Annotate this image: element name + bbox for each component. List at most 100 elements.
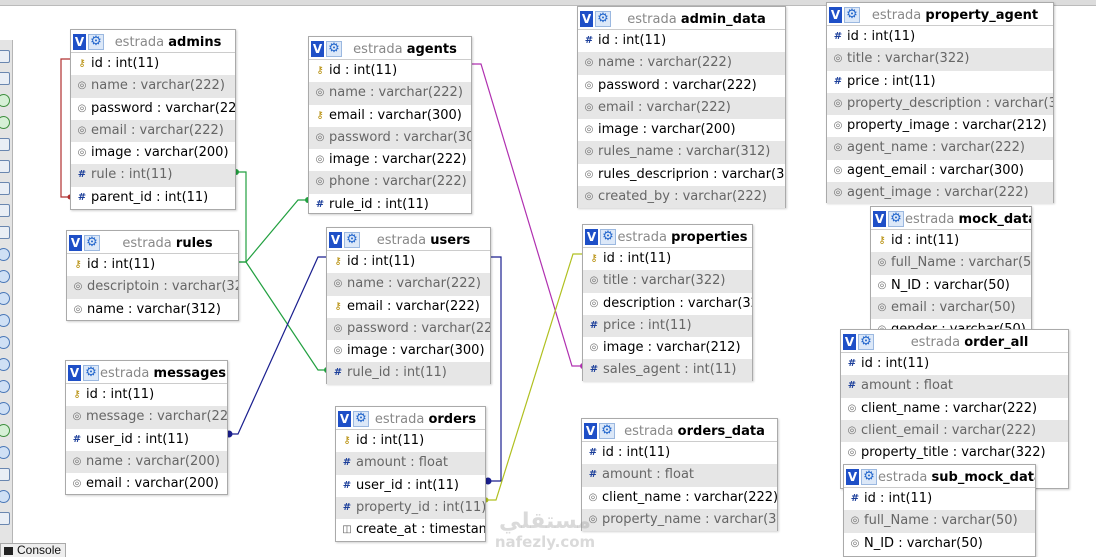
table-header[interactable]: V ⚙ estrada mock_data	[871, 207, 1031, 230]
toggle-menu-icon[interactable]	[0, 50, 10, 63]
column-row[interactable]: ◎name : varchar(222)	[309, 82, 471, 105]
column-row[interactable]: ◎agent_image : varchar(222)	[827, 182, 1053, 205]
help-icon[interactable]	[0, 292, 10, 305]
column-row[interactable]: #parent_id : int(11)	[77, 189, 209, 205]
table-header[interactable]: V ⚙ estrada property_agent	[827, 3, 1053, 26]
column-row[interactable]: ◎name : varchar(312)	[73, 301, 221, 317]
column-row[interactable]: ◎image : varchar(212)	[589, 340, 741, 356]
table-settings-icon[interactable]: ⚙	[344, 232, 360, 248]
export-schema-icon[interactable]	[0, 226, 10, 239]
table-orders-data[interactable]: V ⚙ estrada orders_data #id : int(11) #a…	[581, 418, 778, 532]
column-row[interactable]: ⚷id : int(11)	[316, 63, 398, 78]
toggle-columns-icon[interactable]: V	[843, 334, 856, 350]
column-row[interactable]: #id : int(11)	[584, 33, 667, 48]
column-row[interactable]: ◎full_Name : varchar(50)	[871, 252, 1031, 275]
column-row[interactable]: #amount : float	[582, 464, 777, 487]
column-row[interactable]: ◎name : varchar(222)	[578, 52, 785, 75]
table-settings-icon[interactable]: ⚙	[353, 411, 369, 427]
console-tab[interactable]: Console	[0, 543, 66, 557]
table-users[interactable]: V ⚙ estrada users ⚷id : int(11) ◎name : …	[326, 227, 491, 385]
column-row[interactable]: ⚷id : int(11)	[73, 387, 155, 402]
toggle-columns-icon[interactable]: V	[329, 232, 342, 248]
column-row[interactable]: #id : int(11)	[850, 491, 933, 506]
column-row[interactable]: ◎email : varchar(50)	[871, 296, 1031, 320]
table-admins[interactable]: V ⚙ estrada admins ⚷id : int(11) ◎name :…	[70, 29, 236, 210]
column-row[interactable]: ◎title : varchar(322)	[583, 270, 752, 293]
table-settings-icon[interactable]: ⚙	[844, 7, 860, 23]
table-settings-icon[interactable]: ⚙	[326, 41, 342, 57]
table-header[interactable]: V ⚙ estrada agents	[309, 37, 471, 60]
move-menu-icon[interactable]	[0, 424, 10, 437]
table-settings-icon[interactable]: ⚙	[599, 423, 615, 439]
table-settings-icon[interactable]: ⚙	[861, 469, 877, 485]
table-settings-icon[interactable]: ⚙	[83, 365, 99, 381]
toggle-columns-icon[interactable]: V	[73, 34, 86, 50]
column-row[interactable]: #id : int(11)	[847, 356, 930, 371]
column-row[interactable]: ◎password : varchar(222)	[327, 317, 490, 341]
column-row[interactable]: ◎client_name : varchar(222)	[847, 400, 1038, 416]
column-row[interactable]: ◎image : varchar(222)	[315, 152, 467, 168]
column-row[interactable]: #amount : float	[336, 452, 485, 475]
fullscreen-icon[interactable]	[0, 72, 10, 85]
toggle-columns-icon[interactable]: V	[873, 211, 886, 227]
column-row[interactable]: ◎password : varchar(222)	[77, 100, 235, 116]
column-row[interactable]: ◎property_name : varchar(322)	[582, 508, 777, 532]
column-row[interactable]: ◎N_ID : varchar(50)	[850, 535, 983, 551]
column-row[interactable]: ◎title : varchar(322)	[827, 48, 1053, 71]
column-row[interactable]: ◎client_email : varchar(222)	[841, 419, 1068, 443]
table-admin-data[interactable]: V ⚙ estrada admin_data #id : int(11) ◎na…	[577, 6, 786, 209]
table-sub-mock-data[interactable]: V ⚙ estrada sub_mock_data #id : int(11) …	[843, 464, 1036, 557]
add-table-icon[interactable]	[0, 94, 10, 107]
delete-page-icon[interactable]	[0, 204, 10, 217]
table-settings-icon[interactable]: ⚙	[595, 11, 611, 27]
relation-icon[interactable]	[0, 248, 10, 261]
toggle-columns-icon[interactable]: V	[846, 469, 859, 485]
display-field-icon[interactable]	[0, 402, 10, 415]
column-row[interactable]: #user_id : int(11)	[72, 431, 189, 447]
column-row[interactable]: ◎image : varchar(300)	[333, 343, 485, 359]
collapse-icon[interactable]	[0, 468, 10, 481]
column-row[interactable]: ◎password : varchar(300)	[309, 126, 471, 150]
column-row[interactable]: ⚷id : int(11)	[343, 433, 425, 448]
column-row[interactable]: ◎property_description : varchar(323)	[827, 92, 1053, 116]
column-row[interactable]: ◎name : varchar(222)	[71, 75, 235, 98]
table-header[interactable]: V ⚙ estrada messages	[66, 361, 227, 384]
column-row[interactable]: ◎name : varchar(200)	[66, 450, 227, 474]
table-property-agent[interactable]: V ⚙ estrada property_agent #id : int(11)…	[826, 2, 1054, 205]
reload-icon[interactable]	[0, 270, 10, 283]
column-row[interactable]: ⚷id : int(11)	[334, 254, 416, 269]
column-row[interactable]: ◎agent_email : varchar(300)	[833, 162, 1024, 178]
table-messages[interactable]: V ⚙ estrada messages ⚷id : int(11) ◎mess…	[65, 360, 228, 495]
column-row[interactable]: ◎agent_name : varchar(222)	[827, 137, 1053, 160]
column-row[interactable]: ◫create_at : timestamp	[342, 522, 485, 538]
column-row[interactable]: #price : int(11)	[833, 73, 936, 89]
column-row[interactable]: #price : int(11)	[583, 314, 752, 338]
column-row[interactable]: ◎created_by : varchar(222)	[578, 186, 785, 209]
table-header[interactable]: V ⚙ estrada admins	[71, 30, 235, 53]
column-row[interactable]: ◎message : varchar(222)	[66, 406, 227, 429]
table-properties[interactable]: V ⚙ estrada properties ⚷id : int(11) ◎ti…	[582, 224, 753, 382]
column-row[interactable]: #rule : int(11)	[71, 164, 235, 187]
column-row[interactable]: #rule_id : int(11)	[315, 196, 429, 212]
table-header[interactable]: V ⚙ estrada order_all	[841, 330, 1068, 353]
toggle-columns-icon[interactable]: V	[69, 235, 82, 251]
toggle-columns-icon[interactable]: V	[829, 7, 842, 23]
column-row[interactable]: ⚷id : int(11)	[78, 56, 160, 71]
table-settings-icon[interactable]: ⚙	[888, 211, 904, 227]
column-row[interactable]: ⚷id : int(11)	[74, 257, 156, 272]
table-header[interactable]: V ⚙ estrada orders_data	[582, 419, 777, 442]
column-row[interactable]: #sales_agent : int(11)	[583, 359, 752, 382]
column-row[interactable]: ◎image : varchar(200)	[77, 145, 229, 161]
table-header[interactable]: V ⚙ estrada properties	[583, 225, 752, 248]
table-orders[interactable]: V ⚙ estrada orders ⚷id : int(11) #amount…	[335, 406, 486, 542]
table-header[interactable]: V ⚙ estrada sub_mock_data	[844, 465, 1035, 488]
column-row[interactable]: #id : int(11)	[833, 29, 916, 44]
column-row[interactable]: #user_id : int(11)	[342, 477, 459, 493]
pin-text-icon[interactable]	[0, 446, 10, 459]
column-row[interactable]: ◎N_ID : varchar(50)	[877, 277, 1010, 293]
save-page-icon[interactable]	[0, 160, 10, 173]
column-row[interactable]: #rule_id : int(11)	[327, 362, 490, 385]
table-rules[interactable]: V ⚙ estrada rules ⚷id : int(11) ◎descrip…	[66, 230, 239, 321]
toggle-small-big-icon[interactable]	[0, 380, 10, 393]
settings-icon[interactable]	[0, 490, 10, 503]
